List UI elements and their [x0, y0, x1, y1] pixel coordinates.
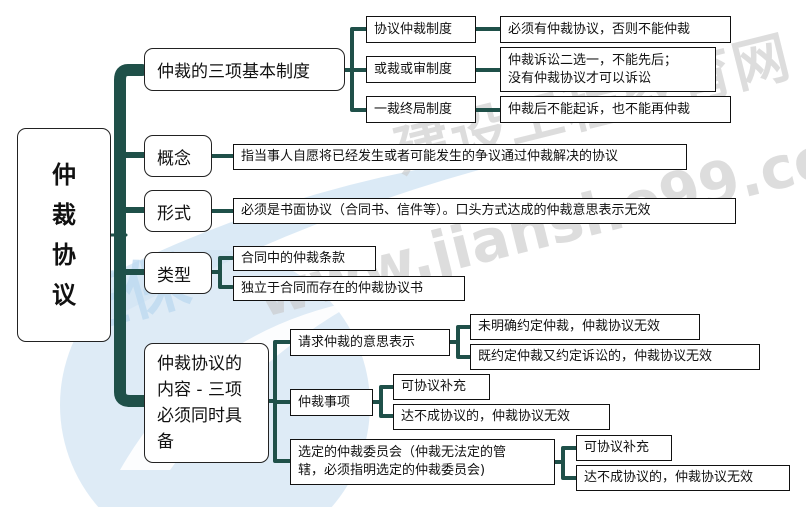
branch-systems[interactable]: 仲裁的三项基本制度 — [144, 48, 345, 91]
branch-content-line: 内容 - 三项 — [157, 380, 242, 400]
content-item[interactable]: 请求仲裁的意思表示 — [290, 329, 450, 356]
system-node[interactable]: 协议仲裁制度 — [366, 16, 476, 43]
system-detail[interactable]: 必须有仲裁协议，否则不能仲裁 — [500, 16, 731, 43]
branch-form-label: 形式 — [157, 203, 191, 224]
content-outcome[interactable]: 可协议补充 — [393, 374, 490, 400]
root-char: 协 — [52, 241, 76, 269]
content-item[interactable]: 仲裁事项 — [290, 389, 373, 416]
system-detail[interactable]: 仲裁诉讼二选一，不能先后； 没有仲裁协议才可以诉讼 — [500, 47, 716, 92]
type-item[interactable]: 独立于合同而存在的仲裁协议书 — [233, 276, 465, 301]
concept-detail-text: 指当事人自愿将已经发生或者可能发生的争议通过仲裁解决的协议 — [241, 149, 619, 164]
root-char: 裁 — [52, 201, 76, 229]
system-label: 协议仲裁制度 — [374, 21, 453, 37]
system-detail-text: 必须有仲裁协议，否则不能仲裁 — [508, 21, 691, 37]
content-outcome-text: 未明确约定仲裁，仲裁协议无效 — [478, 319, 661, 334]
branch-content-line: 必须同时具 — [157, 406, 242, 426]
type-item-text: 独立于合同而存在的仲裁协议书 — [241, 280, 424, 296]
content-item[interactable]: 选定的仲裁委员会（仲裁无法定的管 辖，必须指明选定的仲裁委员会) — [290, 439, 555, 485]
content-outcome[interactable]: 可协议补充 — [576, 435, 672, 461]
content-outcome-text: 可协议补充 — [584, 440, 650, 455]
content-outcome[interactable]: 达不成协议的，仲裁协议无效 — [576, 465, 790, 491]
form-detail[interactable]: 必须是书面协议（合同书、信件等）。口头方式达成的仲裁意思表示无效 — [233, 198, 736, 224]
branch-content[interactable]: 仲裁协议的 内容 - 三项 必须同时具 备 — [144, 343, 269, 463]
content-item-label: 请求仲裁的意思表示 — [298, 334, 416, 350]
system-detail-line: 没有仲裁协议才可以诉讼 — [508, 70, 652, 86]
content-outcome-text: 既约定仲裁又约定诉讼的，仲裁协议无效 — [478, 349, 713, 364]
type-item-text: 合同中的仲裁条款 — [241, 250, 346, 266]
type-item[interactable]: 合同中的仲裁条款 — [233, 246, 376, 271]
system-detail-text: 仲裁后不能起诉，也不能再仲裁 — [508, 101, 691, 117]
content-outcome[interactable]: 未明确约定仲裁，仲裁协议无效 — [470, 314, 700, 340]
system-node[interactable]: 或裁或审制度 — [366, 56, 476, 83]
root-char: 议 — [52, 281, 76, 309]
branch-types[interactable]: 类型 — [144, 252, 212, 294]
root-node[interactable]: 仲 裁 协 议 — [17, 128, 111, 342]
branch-concept-label: 概念 — [157, 148, 191, 169]
system-label: 或裁或审制度 — [374, 61, 453, 77]
branch-content-line: 备 — [157, 432, 174, 452]
branch-form[interactable]: 形式 — [144, 190, 212, 232]
content-outcome-text: 达不成协议的，仲裁协议无效 — [401, 409, 571, 424]
content-outcome[interactable]: 达不成协议的，仲裁协议无效 — [393, 404, 610, 430]
branch-concept[interactable]: 概念 — [144, 135, 212, 177]
branch-types-label: 类型 — [157, 265, 191, 286]
content-item-line: 选定的仲裁委员会（仲裁无法定的管 — [298, 445, 507, 460]
content-item-label: 仲裁事项 — [298, 394, 351, 410]
branch-content-line: 仲裁协议的 — [157, 354, 242, 374]
form-detail-text: 必须是书面协议（合同书、信件等）。口头方式达成的仲裁意思表示无效 — [241, 203, 651, 218]
system-detail[interactable]: 仲裁后不能起诉，也不能再仲裁 — [500, 96, 731, 123]
content-outcome-text: 达不成协议的，仲裁协议无效 — [584, 470, 754, 485]
system-node[interactable]: 一裁终局制度 — [366, 96, 476, 123]
root-char: 仲 — [52, 161, 76, 189]
system-label: 一裁终局制度 — [374, 101, 453, 117]
system-detail-line: 仲裁诉讼二选一，不能先后； — [508, 52, 678, 68]
concept-detail[interactable]: 指当事人自愿将已经发生或者可能发生的争议通过仲裁解决的协议 — [233, 144, 687, 170]
branch-systems-label: 仲裁的三项基本制度 — [157, 62, 310, 82]
content-outcome-text: 可协议补充 — [401, 379, 467, 394]
content-item-line: 辖，必须指明选定的仲裁委员会) — [298, 463, 486, 478]
content-outcome[interactable]: 既约定仲裁又约定诉讼的，仲裁协议无效 — [470, 344, 760, 370]
